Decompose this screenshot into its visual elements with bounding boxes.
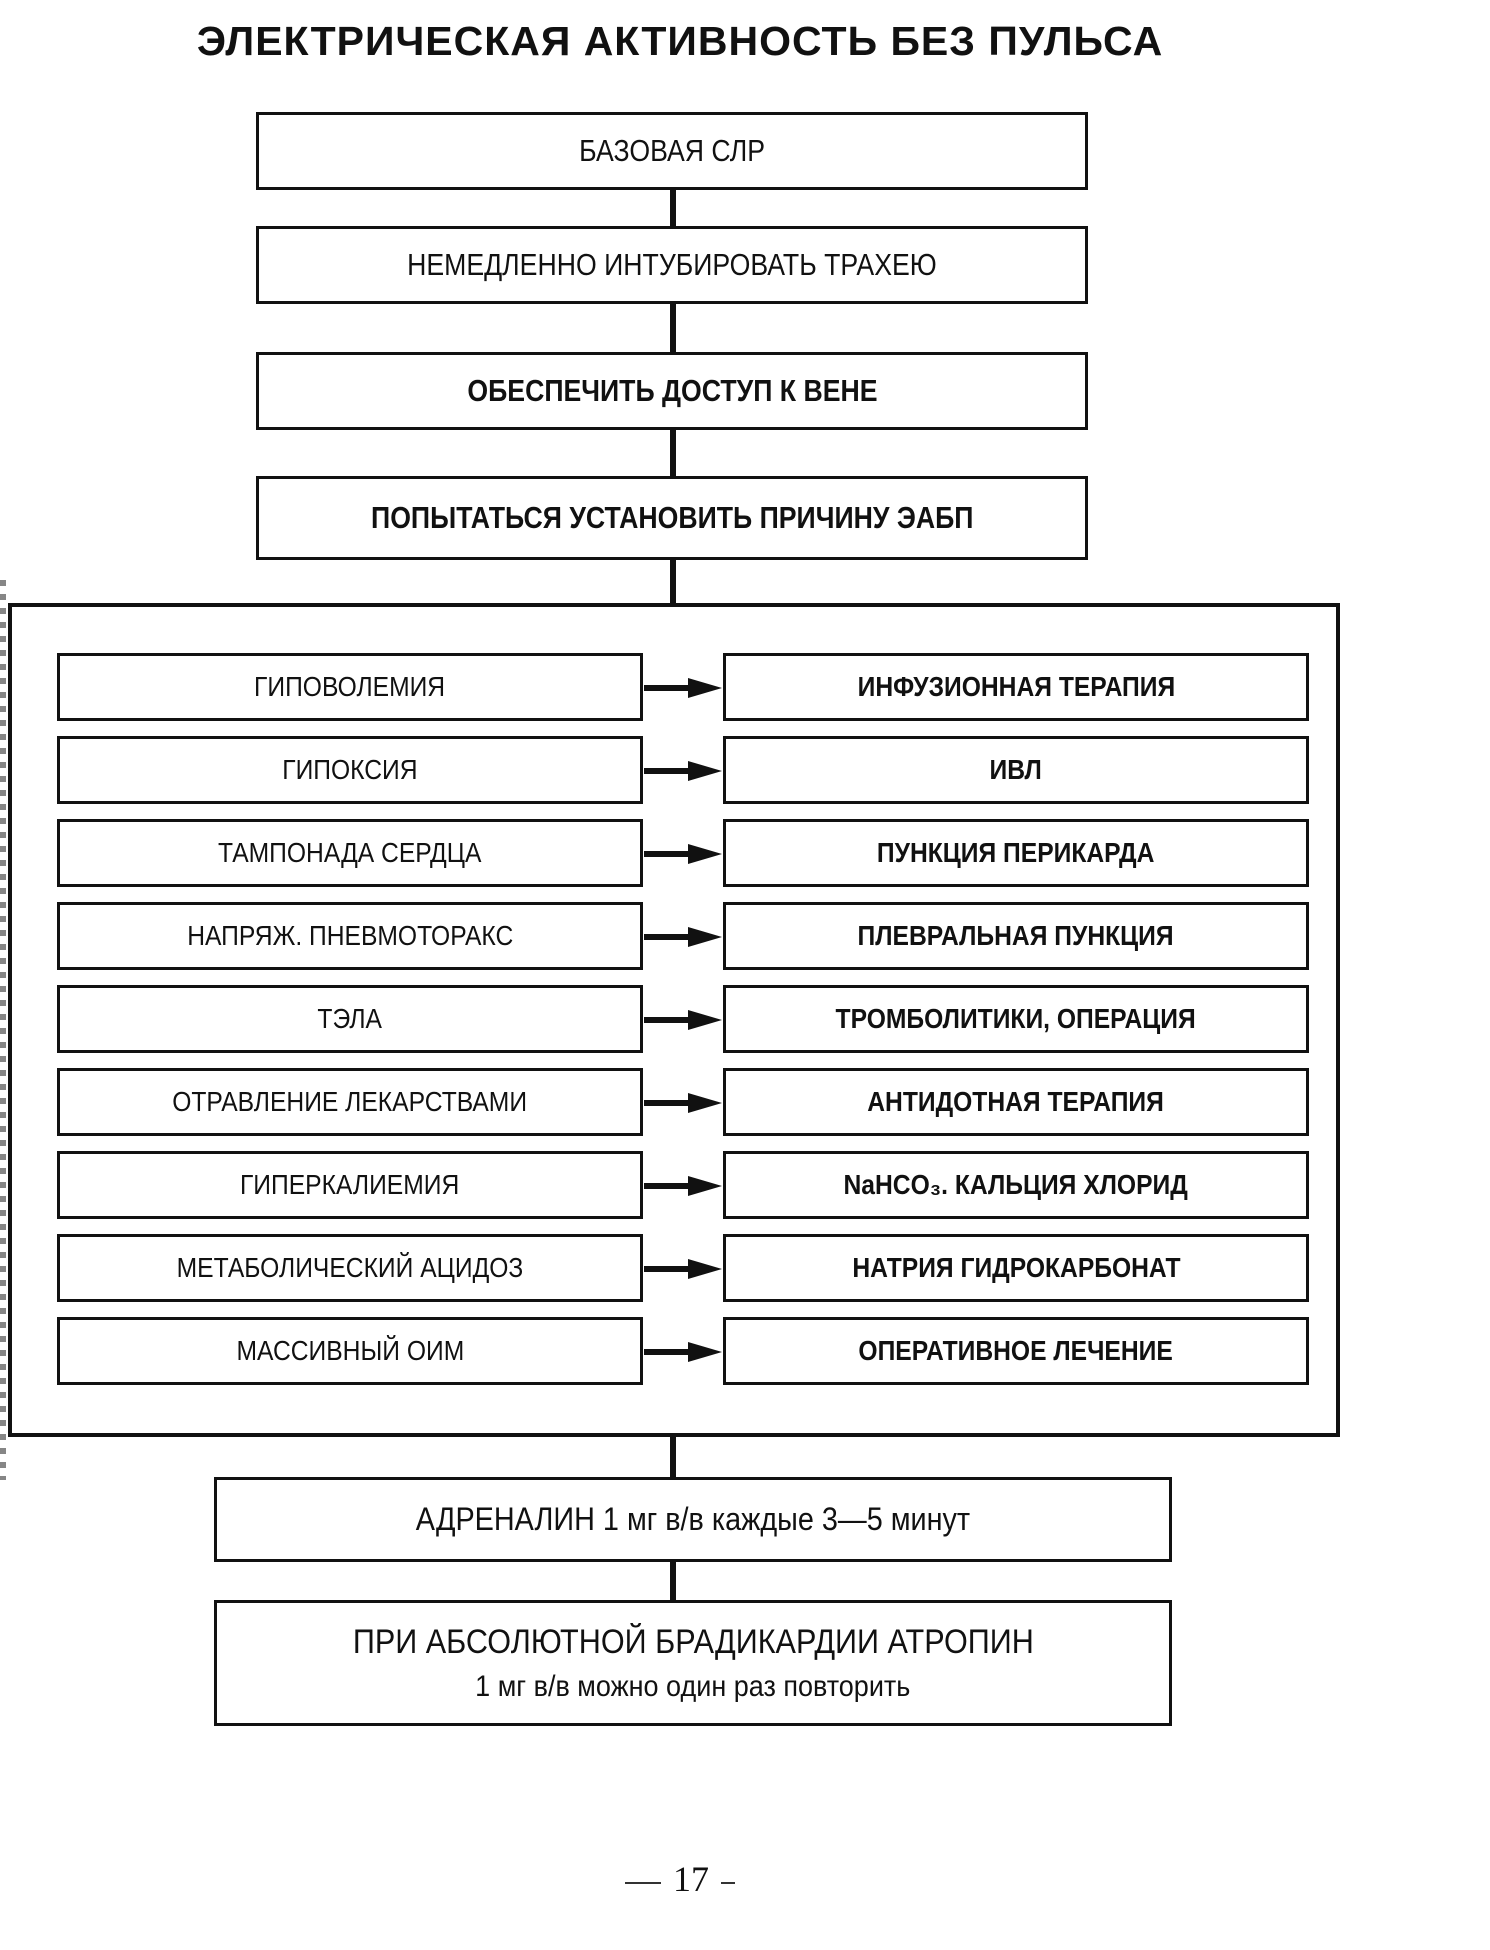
treatment-box: ТРОМБОЛИТИКИ, ОПЕРАЦИЯ — [723, 985, 1309, 1053]
treatment-box: ИНФУЗИОННАЯ ТЕРАПИЯ — [723, 653, 1309, 721]
arrow-right-icon — [644, 761, 722, 781]
treatment-box: ПУНКЦИЯ ПЕРИКАРДА — [723, 819, 1309, 887]
cause-box: НАПРЯЖ. ПНЕВМОТОРАКС — [57, 902, 643, 970]
atropine-box: ПРИ АБСОЛЮТНОЙ БРАДИКАРДИИ АТРОПИН 1 мг … — [214, 1600, 1172, 1726]
treatment-box: НАТРИЯ ГИДРОКАРБОНАТ — [723, 1234, 1309, 1302]
cause-box: МЕТАБОЛИЧЕСКИЙ АЦИДОЗ — [57, 1234, 643, 1302]
arrow-right-icon — [644, 1093, 722, 1113]
connector-line — [670, 1562, 676, 1600]
cause-row: МАССИВНЫЙ ОИМ ОПЕРАТИВНОЕ ЛЕЧЕНИЕ — [12, 1317, 1336, 1385]
treatment-box: NaHCO₃. КАЛЬЦИЯ ХЛОРИД — [723, 1151, 1309, 1219]
cause-label: НАПРЯЖ. ПНЕВМОТОРАКС — [186, 920, 514, 951]
step-label: ПОПЫТАТЬСЯ УСТАНОВИТЬ ПРИЧИНУ ЭАБП — [370, 500, 974, 535]
treatment-label: ОПЕРАТИВНОЕ ЛЕЧЕНИЕ — [858, 1335, 1174, 1366]
treatment-label: ИВЛ — [989, 754, 1043, 785]
step-intubate: НЕМЕДЛЕННО ИНТУБИРОВАТЬ ТРАХЕЮ — [256, 226, 1088, 304]
cause-label: ГИПЕРКАЛИЕМИЯ — [240, 1169, 460, 1200]
connector-line — [670, 560, 676, 605]
cause-label: ТЭЛА — [317, 1003, 383, 1034]
step-label: БАЗОВАЯ СЛР — [579, 133, 765, 168]
arrow-right-icon — [644, 1259, 722, 1279]
atropine-line-1: ПРИ АБСОЛЮТНОЙ БРАДИКАРДИИ АТРОПИН — [352, 1622, 1034, 1661]
cause-row: ТАМПОНАДА СЕРДЦА ПУНКЦИЯ ПЕРИКАРДА — [12, 819, 1336, 887]
cause-row: ТЭЛА ТРОМБОЛИТИКИ, ОПЕРАЦИЯ — [12, 985, 1336, 1053]
adrenaline-text: АДРЕНАЛИН 1 мг в/в каждые 3—5 минут — [415, 1501, 971, 1537]
treatment-box: ИВЛ — [723, 736, 1309, 804]
treatment-label: ПЛЕВРАЛЬНАЯ ПУНКЦИЯ — [857, 920, 1175, 951]
arrow-right-icon — [644, 1176, 722, 1196]
page-number: 17 — [673, 1859, 709, 1899]
cause-label: ГИПОВОЛЕМИЯ — [254, 671, 446, 702]
cause-label: МАССИВНЫЙ ОИМ — [236, 1335, 464, 1366]
arrow-right-icon — [644, 1342, 722, 1362]
arrow-right-icon — [644, 1010, 722, 1030]
cause-row: ОТРАВЛЕНИЕ ЛЕКАРСТВАМИ АНТИДОТНАЯ ТЕРАПИЯ — [12, 1068, 1336, 1136]
page-title: ЭЛЕКТРИЧЕСКАЯ АКТИВНОСТЬ БЕЗ ПУЛЬСА — [196, 18, 1164, 64]
connector-line — [670, 430, 676, 476]
connector-line — [670, 304, 676, 352]
treatment-label: ТРОМБОЛИТИКИ, ОПЕРАЦИЯ — [835, 1003, 1197, 1034]
treatment-box: ОПЕРАТИВНОЕ ЛЕЧЕНИЕ — [723, 1317, 1309, 1385]
arrow-right-icon — [644, 927, 722, 947]
scan-edge-artifact — [0, 580, 6, 1480]
cause-row: ГИПОКСИЯ ИВЛ — [12, 736, 1336, 804]
causes-frame: ГИПОВОЛЕМИЯ ИНФУЗИОННАЯ ТЕРАПИЯ ГИПОКСИЯ ИВ… — [8, 603, 1340, 1437]
adrenaline-box: АДРЕНАЛИН 1 мг в/в каждые 3—5 минут — [214, 1477, 1172, 1562]
cause-row: ГИПОВОЛЕМИЯ ИНФУЗИОННАЯ ТЕРАПИЯ — [12, 653, 1336, 721]
cause-row: ГИПЕРКАЛИЕМИЯ NaHCO₃. КАЛЬЦИЯ ХЛОРИД — [12, 1151, 1336, 1219]
step-venous-access: ОБЕСПЕЧИТЬ ДОСТУП К ВЕНЕ — [256, 352, 1088, 430]
page-number-row: 17 — [0, 1858, 1360, 1900]
cause-box: ОТРАВЛЕНИЕ ЛЕКАРСТВАМИ — [57, 1068, 643, 1136]
cause-box: ГИПОКСИЯ — [57, 736, 643, 804]
cause-box: ТЭЛА — [57, 985, 643, 1053]
cause-box: ГИПОВОЛЕМИЯ — [57, 653, 643, 721]
arrow-right-icon — [644, 678, 722, 698]
treatment-label: ПУНКЦИЯ ПЕРИКАРДА — [877, 837, 1155, 868]
page-dash-right — [721, 1881, 735, 1884]
treatment-box: АНТИДОТНАЯ ТЕРАПИЯ — [723, 1068, 1309, 1136]
treatment-label: НАТРИЯ ГИДРОКАРБОНАТ — [851, 1252, 1181, 1283]
treatment-box: ПЛЕВРАЛЬНАЯ ПУНКЦИЯ — [723, 902, 1309, 970]
step-basic-cpr: БАЗОВАЯ СЛР — [256, 112, 1088, 190]
connector-line — [670, 190, 676, 226]
cause-label: ТАМПОНАДА СЕРДЦА — [218, 837, 482, 868]
cause-label: ГИПОКСИЯ — [282, 754, 418, 785]
treatment-label: АНТИДОТНАЯ ТЕРАПИЯ — [867, 1086, 1165, 1117]
cause-label: ОТРАВЛЕНИЕ ЛЕКАРСТВАМИ — [172, 1086, 528, 1117]
step-label: НЕМЕДЛЕННО ИНТУБИРОВАТЬ ТРАХЕЮ — [407, 247, 937, 282]
page-dash-left — [625, 1881, 661, 1884]
treatment-label: ИНФУЗИОННАЯ ТЕРАПИЯ — [857, 671, 1175, 702]
cause-row: НАПРЯЖ. ПНЕВМОТОРАКС ПЛЕВРАЛЬНАЯ ПУНКЦИЯ — [12, 902, 1336, 970]
cause-box: ТАМПОНАДА СЕРДЦА — [57, 819, 643, 887]
step-find-cause: ПОПЫТАТЬСЯ УСТАНОВИТЬ ПРИЧИНУ ЭАБП — [256, 476, 1088, 560]
arrow-right-icon — [644, 844, 722, 864]
step-label: ОБЕСПЕЧИТЬ ДОСТУП К ВЕНЕ — [466, 373, 878, 408]
atropine-line-2: 1 мг в/в можно один раз повторить — [475, 1669, 911, 1703]
cause-row: МЕТАБОЛИЧЕСКИЙ АЦИДОЗ НАТРИЯ ГИДРОКАРБОНА… — [12, 1234, 1336, 1302]
connector-line — [670, 1437, 676, 1477]
cause-box: МАССИВНЫЙ ОИМ — [57, 1317, 643, 1385]
cause-label: МЕТАБОЛИЧЕСКИЙ АЦИДОЗ — [176, 1252, 524, 1283]
cause-box: ГИПЕРКАЛИЕМИЯ — [57, 1151, 643, 1219]
treatment-label: NaHCO₃. КАЛЬЦИЯ ХЛОРИД — [843, 1169, 1189, 1200]
